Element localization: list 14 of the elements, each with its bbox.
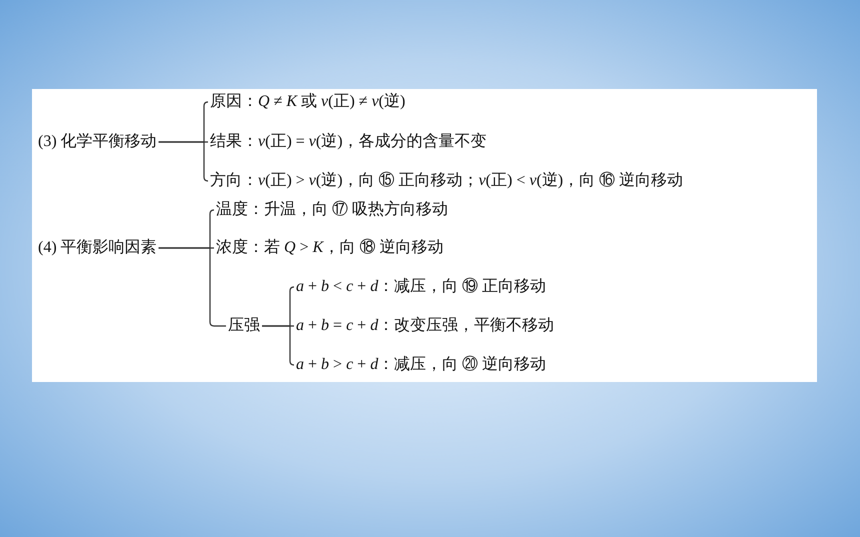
bracket-line (158, 247, 226, 327)
tree-item: 浓度：若 Q > K，向 ⑱ 逆向移动 (216, 237, 444, 259)
tree-item: (3) 化学平衡移动 (38, 131, 157, 153)
tree-item: (4) 平衡影响因素 (38, 237, 157, 259)
tree-item: 压强 (228, 315, 260, 337)
tree-item: 结果：v(正) = v(逆)，各成分的含量不变 (210, 131, 487, 153)
tree-item: 原因：Q ≠ K 或 v(正) ≠ v(逆) (210, 91, 406, 113)
tree-item: a + b < c + d：减压，向 ⑲ 正向移动 (296, 276, 546, 298)
bracket-line (262, 325, 295, 366)
tree-item: a + b = c + d：改变压强，平衡不移动 (296, 315, 554, 337)
tree-item: a + b > c + d：减压，向 ⑳ 逆向移动 (296, 354, 546, 376)
bracket-line (158, 141, 209, 182)
tree-item: 方向：v(正) > v(逆)，向 ⑮ 正向移动；v(正) < v(逆)，向 ⑯ 逆向移动 (210, 170, 684, 192)
tree-item: 温度：升温，向 ⑰ 吸热方向移动 (216, 199, 448, 221)
